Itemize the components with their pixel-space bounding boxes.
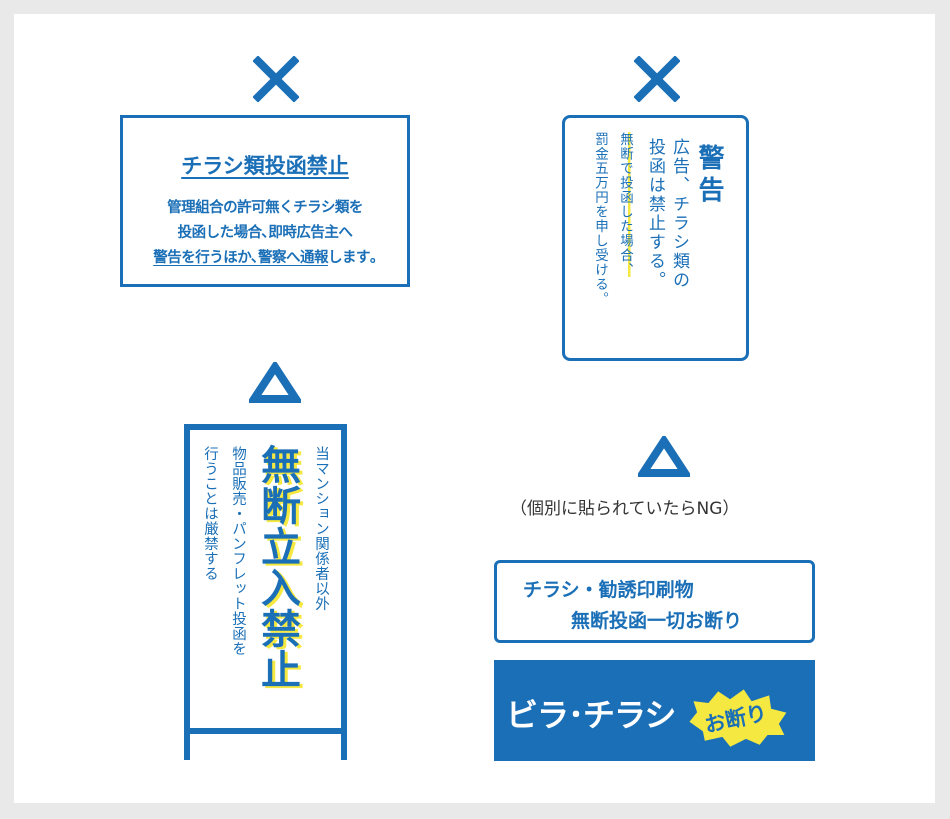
warning-text-column: 広告、チラシ類の 投函は禁止する。 [643, 138, 691, 290]
sign-stand-leg [184, 728, 190, 760]
banner-text: ビラ･チラシ [506, 696, 676, 734]
starburst-badge-icon: お断り [686, 686, 790, 750]
underlined-text: 警察へ通報 [258, 250, 329, 266]
triangle-mark-icon [638, 436, 690, 477]
warning-heading: 警告 [694, 144, 724, 208]
warning-sign: 警告 広告、チラシ類の 投函は禁止する。 無断で投函した場合、 罰金五万円を申し… [562, 115, 749, 361]
sign-text-column: 当マンション関係者以外 [313, 446, 329, 611]
underlined-text: 警告を行うほか､ [153, 250, 258, 266]
sign-text-line: チラシ・勧誘印刷物 [523, 579, 694, 601]
warning-line: 投函は禁止する。 [645, 138, 665, 290]
sign-text-line: 投函した場合､即時広告主へ [177, 225, 353, 241]
no-entry-heading: 無断立入禁止 [254, 444, 300, 690]
warning-text-column: 罰金五万円を申し受ける。 [592, 132, 608, 306]
note-text: （個別に貼られていたらNG） [510, 499, 740, 519]
sign-text-line: 無断投函一切お断り [571, 610, 743, 632]
x-mark-icon [253, 56, 299, 102]
warning-line: 広告、チラシ類の [669, 138, 689, 290]
flyer-prohibition-sign: チラシ類投函禁止 管理組合の許可無くチラシ類を 投函した場合､即時広告主へ 警告… [120, 115, 410, 287]
sign-text-line: 警告を行うほか､警察へ通報します｡ [123, 246, 407, 267]
flyer-refusal-sign: チラシ・勧誘印刷物 無断投函一切お断り [494, 560, 815, 643]
sign-title: チラシ類投函禁止 [181, 154, 349, 178]
no-entry-standing-sign: 当マンション関係者以外 無断立入禁止 物品販売・パンフレット投函を 行うことは厳… [184, 424, 347, 760]
sign-text-column: 行うことは厳禁する [202, 446, 218, 581]
sign-stand-leg [341, 728, 347, 760]
x-mark-icon [634, 56, 680, 102]
triangle-mark-icon [249, 362, 301, 403]
flyer-refusal-banner: ビラ･チラシ お断り [494, 660, 815, 761]
sign-stand-bar [184, 728, 347, 734]
sign-text: します｡ [328, 250, 377, 266]
sign-text-column: 物品販売・パンフレット投函を [230, 446, 246, 656]
sign-text-line: 管理組合の許可無くチラシ類を [167, 200, 363, 216]
highlighted-warning-line: 無断で投函した場合、 [617, 132, 633, 277]
warning-text-column: 無断で投函した場合、 [615, 132, 635, 277]
